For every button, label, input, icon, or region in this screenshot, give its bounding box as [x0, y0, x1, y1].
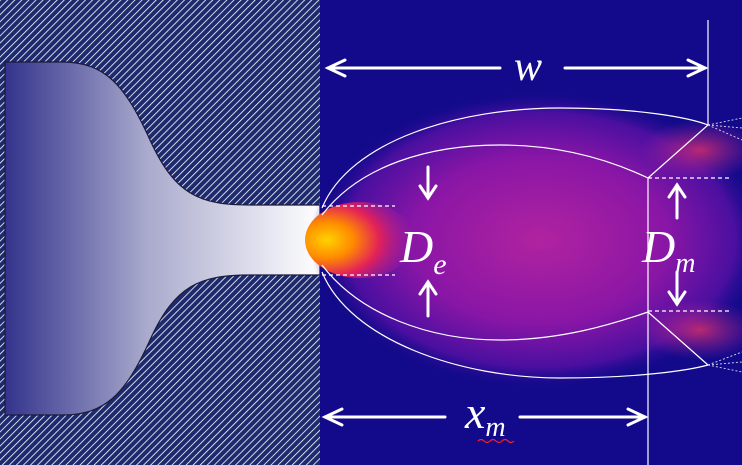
- plume-lobe-upper: [640, 120, 742, 180]
- width-arrow-left-head: [324, 58, 347, 78]
- distance-arrow-left-head: [321, 407, 344, 427]
- width-label: w: [514, 44, 542, 90]
- inner-boundary-lower: [321, 264, 649, 341]
- outer-boundary-lower: [321, 271, 709, 379]
- mach-diameter-label: Dm: [641, 221, 695, 279]
- reference-dashes: [322, 177, 730, 312]
- exit-arrow-bottom-head: [418, 279, 438, 296]
- plume-lobe-lower: [640, 300, 742, 360]
- exit-arrow-top-head: [418, 184, 438, 201]
- width-arrow-right-head: [686, 58, 709, 78]
- shock-line-upper: [647, 124, 709, 179]
- distance-arrow-right-head: [626, 407, 649, 427]
- mach-arrow-bottom-head: [667, 290, 687, 307]
- jet-boundaries: [321, 20, 709, 465]
- mach-arrow-top-head: [667, 182, 687, 199]
- reflected-wave-fans: [707, 117, 742, 373]
- mach-distance-label: xm: [464, 387, 506, 443]
- shock-line-lower: [647, 311, 709, 366]
- spellcheck-underline: [477, 438, 515, 444]
- inner-boundary-upper: [321, 144, 649, 216]
- exit-diameter-label: De: [399, 221, 447, 281]
- dimension-arrows: [321, 58, 709, 427]
- outer-boundary-upper: [321, 107, 709, 209]
- plume-glow: [310, 90, 742, 390]
- plume-core: [305, 202, 415, 278]
